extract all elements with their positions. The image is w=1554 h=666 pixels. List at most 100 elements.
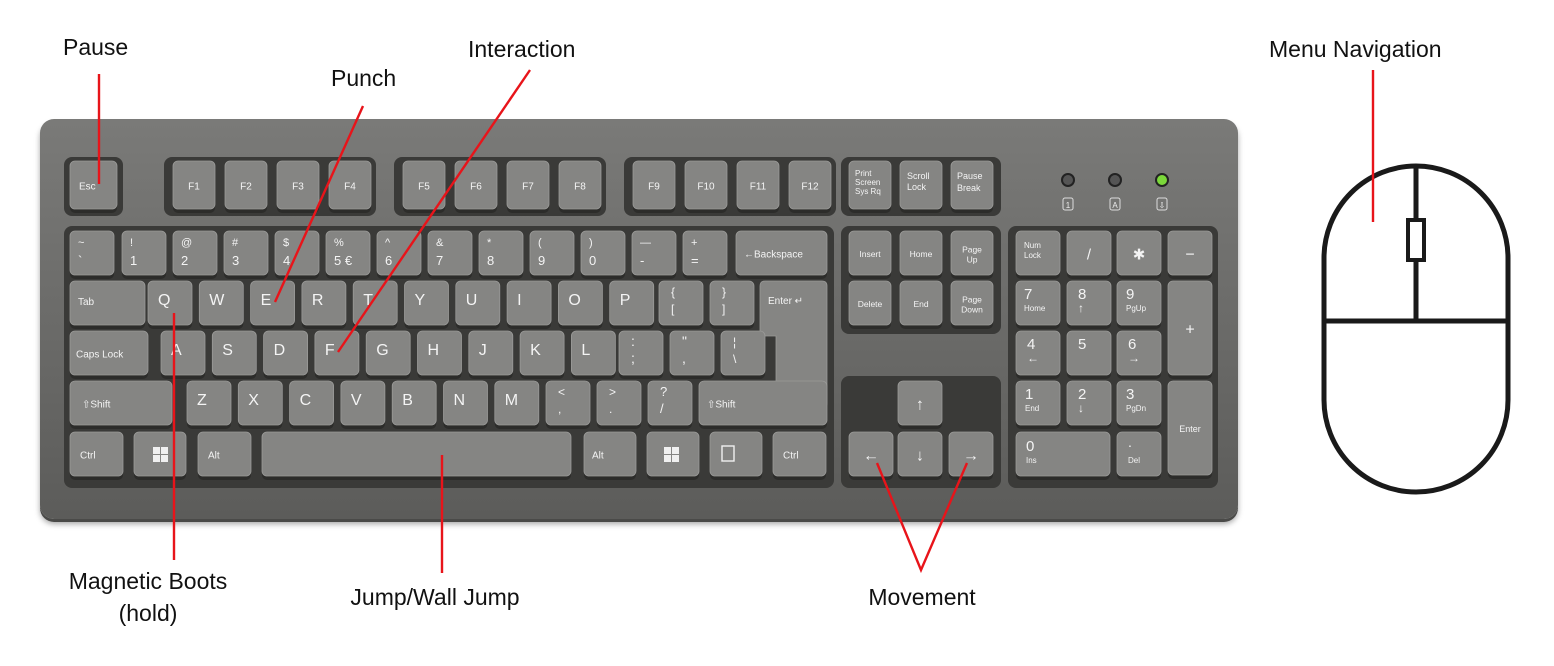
key-face — [950, 230, 994, 276]
key-label: \ — [733, 352, 737, 366]
led-indicator — [1155, 173, 1169, 187]
key-face — [237, 380, 283, 426]
key-f5: F5 — [402, 160, 446, 213]
key-label: Up — [967, 254, 978, 264]
key-face — [558, 280, 603, 326]
key-label: M — [505, 392, 518, 409]
key-label: 9 — [538, 253, 545, 268]
key-face — [1116, 380, 1162, 426]
key-num-symbol: += — [682, 230, 728, 279]
key-shift-left: ⇧Shift — [69, 380, 173, 429]
key-label: X — [248, 392, 259, 409]
key-label: . — [1128, 434, 1132, 450]
key-face — [950, 160, 994, 210]
callout-menu-navigation: Menu Navigation — [1269, 36, 1442, 62]
key-label: R — [312, 292, 324, 309]
key-n: N — [443, 380, 488, 429]
key-semicolon: :; — [618, 330, 664, 379]
key-label: S — [222, 342, 233, 359]
key-face — [402, 160, 446, 210]
key-label: * — [487, 237, 492, 249]
key-face — [899, 280, 943, 326]
key-home: Home — [899, 230, 943, 279]
key-label: Alt — [208, 451, 220, 462]
key-label: F6 — [470, 182, 482, 193]
key-face — [1015, 230, 1061, 276]
key-label: Home — [1024, 304, 1046, 313]
key-label: − — [1185, 247, 1194, 264]
callout-magnetic-boots-line2: (hold) — [118, 600, 178, 626]
key-num-6: 6→ — [1116, 330, 1162, 379]
key-face — [848, 431, 894, 477]
led-icon-frame — [1062, 197, 1074, 211]
key-bracket-open: {[ — [658, 280, 704, 329]
key-face — [276, 160, 320, 210]
key-label: Esc — [79, 182, 96, 193]
callout-magnetic-boots: Magnetic Boots (hold) — [69, 565, 228, 629]
key-f10: F10 — [684, 160, 728, 213]
key-num-9: (9 — [529, 230, 575, 279]
key-face — [1116, 431, 1162, 477]
key-o: O — [558, 280, 603, 329]
line-movement — [875, 462, 969, 574]
key-insert: Insert — [848, 230, 892, 279]
key-face — [848, 160, 892, 210]
key-face — [263, 330, 309, 376]
key-label: F12 — [801, 182, 819, 193]
key-label: Down — [961, 304, 983, 314]
windows-icon — [672, 455, 679, 462]
key-backspace: ←Backspace — [735, 230, 828, 279]
key-label: → — [963, 448, 979, 465]
key-face — [69, 431, 124, 477]
key-face — [427, 230, 473, 276]
key-label: ~ — [78, 237, 84, 249]
well-f1-f4 — [164, 157, 376, 216]
key-label: I — [517, 292, 521, 309]
key-label: 6 — [385, 253, 392, 268]
key-face — [698, 380, 828, 426]
key-face — [1116, 330, 1162, 376]
key-num-8: 8↑ — [1066, 280, 1112, 329]
key-label: L — [581, 342, 590, 359]
key-label: Ins — [1026, 456, 1037, 465]
key-label: H — [428, 342, 440, 359]
key-face — [632, 160, 676, 210]
key-face — [580, 230, 626, 276]
key-period: >. — [596, 380, 642, 429]
key-face — [545, 380, 591, 426]
key-face — [340, 380, 386, 426]
key-face — [186, 380, 232, 426]
key-label: Delete — [858, 299, 883, 309]
line-punch — [273, 105, 365, 303]
key-m: M — [494, 380, 540, 429]
key-label: F4 — [344, 182, 356, 193]
key-face — [669, 330, 715, 376]
key-label: Home — [910, 249, 933, 259]
key-label: / — [1087, 246, 1092, 263]
key-face — [404, 280, 449, 326]
key-arrow-right: → — [948, 431, 994, 480]
key-face — [736, 160, 780, 210]
key-face — [454, 160, 498, 210]
key-label: 2 — [181, 253, 188, 268]
key-label: $ — [283, 237, 289, 249]
key-label: + — [1185, 322, 1194, 339]
key-label: ¦ — [733, 335, 736, 349]
key-label: & — [436, 237, 444, 249]
key-h: H — [417, 330, 462, 379]
key-label: E — [261, 292, 272, 309]
key-num-0: )0 — [580, 230, 626, 279]
key-label: Scroll — [907, 171, 930, 181]
key-l: L — [571, 330, 616, 379]
key-f1: F1 — [172, 160, 216, 213]
well-f9-f12 — [624, 157, 836, 216]
windows-icon — [664, 455, 671, 462]
key-end: End — [899, 280, 943, 329]
